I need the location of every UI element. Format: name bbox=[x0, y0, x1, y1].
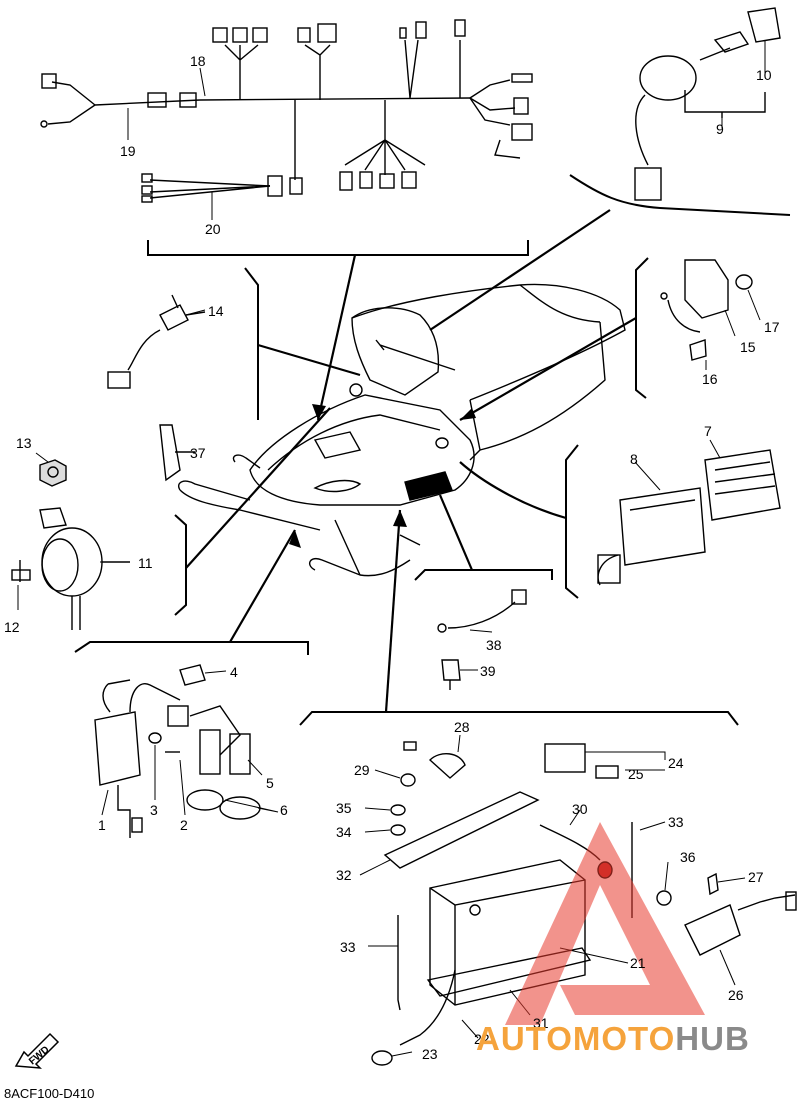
wiring-harness bbox=[40, 19, 533, 203]
watermark-logo-icon bbox=[505, 822, 705, 1025]
part-label-27: 27 bbox=[748, 869, 764, 885]
ignition-coil bbox=[94, 664, 261, 838]
part-label-33-right: 33 bbox=[668, 814, 684, 830]
group-leader-lines bbox=[185, 209, 637, 713]
switch-14 bbox=[107, 294, 206, 389]
part-label-29: 29 bbox=[354, 762, 370, 778]
sensor-38-39 bbox=[437, 589, 527, 690]
part-label-34: 34 bbox=[336, 824, 352, 840]
part-label-7: 7 bbox=[704, 423, 712, 439]
part-label-14: 14 bbox=[208, 303, 224, 319]
part-label-18: 18 bbox=[190, 53, 206, 69]
part-label-28: 28 bbox=[454, 719, 470, 735]
part-label-4: 4 bbox=[230, 664, 238, 680]
part-label-5: 5 bbox=[266, 775, 274, 791]
part-label-12: 12 bbox=[4, 619, 20, 635]
cdi-unit bbox=[660, 259, 753, 361]
part-label-38: 38 bbox=[486, 637, 502, 653]
part-label-36: 36 bbox=[680, 849, 696, 865]
part-label-10: 10 bbox=[756, 67, 772, 83]
part-label-8: 8 bbox=[630, 451, 638, 467]
part-label-16: 16 bbox=[702, 371, 718, 387]
part-label-37: 37 bbox=[190, 445, 206, 461]
part-label-31: 31 bbox=[533, 1015, 549, 1031]
part-label-13: 13 bbox=[16, 435, 32, 451]
part-label-26: 26 bbox=[728, 987, 744, 1003]
part-label-33-left: 33 bbox=[340, 939, 356, 955]
part-label-20: 20 bbox=[205, 221, 221, 237]
part-label-30: 30 bbox=[572, 801, 588, 817]
part-label-15: 15 bbox=[740, 339, 756, 355]
part-label-9: 9 bbox=[716, 121, 724, 137]
arrowheads bbox=[289, 404, 476, 548]
part-label-24: 24 bbox=[668, 755, 684, 771]
watermark-part1: AUTOMOTO bbox=[476, 1020, 676, 1057]
label-leaders bbox=[17, 40, 766, 1057]
rectifier-regulator bbox=[597, 449, 781, 586]
part-label-2: 2 bbox=[180, 817, 188, 833]
part-label-39: 39 bbox=[480, 663, 496, 679]
part-label-25: 25 bbox=[628, 766, 644, 782]
diagram-code: 8ACF100-D410 bbox=[4, 1086, 95, 1101]
part-label-22: 22 bbox=[474, 1031, 490, 1047]
part-label-21: 21 bbox=[630, 955, 646, 971]
part-label-17: 17 bbox=[764, 319, 780, 335]
watermark-text: AUTOMOTOHUB bbox=[476, 1020, 750, 1058]
part-label-6: 6 bbox=[280, 802, 288, 818]
fwd-arrow-icon: FWD bbox=[14, 1030, 62, 1075]
snowmobile-body bbox=[178, 283, 626, 577]
main-switch bbox=[634, 7, 781, 201]
group-brackets bbox=[74, 174, 791, 726]
part-label-1: 1 bbox=[98, 817, 106, 833]
part-label-32: 32 bbox=[336, 867, 352, 883]
part-label-23: 23 bbox=[422, 1046, 438, 1062]
part-label-11: 11 bbox=[138, 555, 153, 571]
part-label-19: 19 bbox=[120, 143, 136, 159]
horn bbox=[11, 459, 130, 630]
part-label-35: 35 bbox=[336, 800, 352, 816]
watermark-part2: HUB bbox=[675, 1020, 750, 1057]
part-label-3: 3 bbox=[150, 802, 158, 818]
